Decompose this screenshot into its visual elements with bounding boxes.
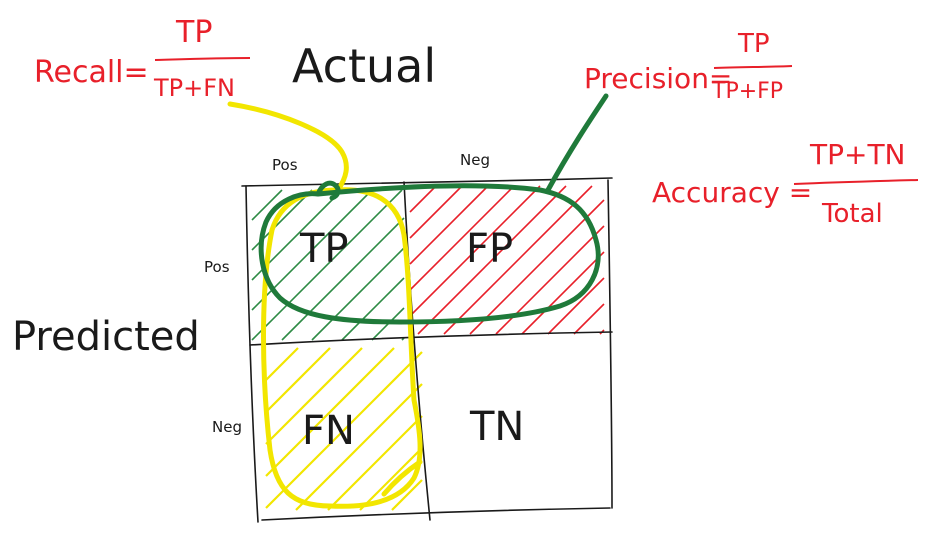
accuracy-formula: Accuracy = TP+TN Total — [652, 138, 919, 229]
fn-hatch-line — [265, 347, 331, 413]
precision-formula: Precision= TP TP+FP — [584, 29, 793, 104]
cell-tn-label: TN — [469, 404, 524, 450]
tp-hatch-line — [251, 189, 283, 221]
predicted-axis-label: Predicted — [12, 314, 200, 360]
cell-fp-label: FP — [466, 226, 513, 272]
precision-oval-hook — [315, 180, 341, 201]
recall-oval — [261, 187, 423, 509]
row-neg-label: Neg — [212, 418, 242, 436]
tp-hatch-line — [341, 277, 405, 341]
fp-hatch-line — [547, 277, 605, 335]
fp-hatch-line — [443, 185, 593, 335]
tp-hatch-line — [251, 189, 403, 341]
precision-numerator: TP — [737, 29, 770, 59]
fn-hatch-line — [359, 447, 423, 511]
recall-numerator: TP — [175, 15, 212, 50]
fp-hatch-line — [469, 199, 605, 335]
fp-hatch-line — [573, 303, 605, 335]
accuracy-numerator: TP+TN — [809, 138, 906, 171]
precision-highlight — [258, 93, 609, 325]
grid-right-line — [607, 179, 613, 509]
fn-hatch-line — [265, 351, 423, 509]
fn-hatch-line — [327, 415, 423, 511]
recall-formula: Recall= TP TP+FN — [34, 15, 251, 102]
grid-middle-horizontal — [249, 331, 613, 346]
accuracy-denominator: Total — [821, 199, 883, 229]
precision-label: Precision= — [584, 62, 732, 95]
actual-axis-label: Actual — [292, 39, 436, 93]
fn-hatch-line — [265, 347, 363, 445]
fp-hatch-line — [409, 185, 541, 317]
column-neg-label: Neg — [460, 151, 490, 169]
cell-fn-label: FN — [302, 408, 355, 454]
tp-hatch-line — [281, 217, 405, 341]
fp-hatch-line — [521, 251, 605, 335]
fp-hatch-line — [417, 185, 567, 335]
accuracy-fraction-bar — [793, 179, 919, 185]
precision-denominator: TP+FP — [711, 79, 783, 104]
grid-bottom-line — [261, 507, 611, 521]
row-pos-label: Pos — [204, 258, 230, 276]
recall-fraction-bar — [154, 57, 251, 61]
fp-hatch-line — [409, 185, 489, 265]
fp-hatch-line — [409, 185, 515, 291]
grid-middle-vertical — [403, 181, 431, 521]
precision-connector-line — [545, 93, 609, 193]
fn-hatch-line — [295, 383, 423, 511]
fp-hatch-line — [409, 185, 463, 239]
cell-tp-label: TP — [299, 226, 349, 272]
fn-hatch-line — [391, 479, 423, 511]
recall-oval-tail — [381, 459, 423, 497]
fn-hatching — [265, 347, 423, 511]
fp-hatch-line — [409, 185, 437, 213]
recall-highlight — [227, 101, 423, 509]
tp-hatch-line — [311, 247, 405, 341]
precision-fraction-bar — [713, 65, 793, 69]
fn-hatch-line — [265, 347, 299, 381]
accuracy-label: Accuracy = — [652, 176, 812, 209]
confusion-matrix-grid — [241, 177, 613, 523]
column-pos-label: Pos — [272, 156, 298, 174]
recall-connector-line — [227, 101, 349, 193]
fn-hatch-line — [265, 347, 395, 477]
recall-denominator: TP+FN — [153, 74, 235, 102]
grid-left-line — [245, 185, 259, 523]
grid-top-line — [241, 177, 613, 187]
precision-oval — [258, 183, 601, 325]
recall-label: Recall= — [34, 55, 149, 90]
